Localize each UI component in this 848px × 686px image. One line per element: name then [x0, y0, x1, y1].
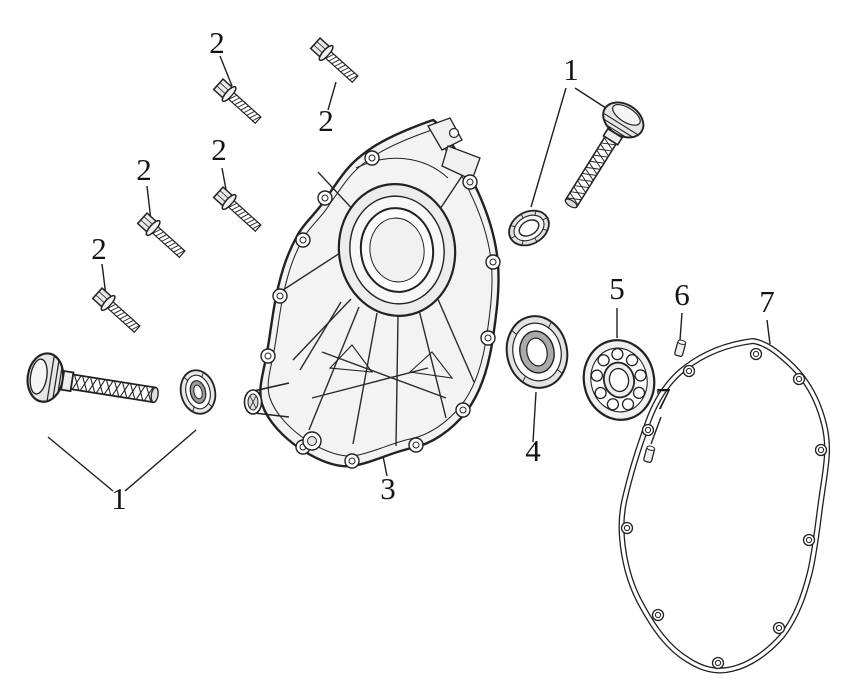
oil-dipstick-left [23, 349, 163, 421]
dowel-pin [673, 338, 687, 358]
leader-line [530, 87, 567, 208]
leader-line [124, 429, 197, 492]
callout-label: 3 [380, 471, 396, 506]
callout-label: 2 [91, 231, 107, 266]
callout-label: 2 [318, 103, 334, 138]
callout-label: 2 [136, 152, 152, 187]
flange-bolt [211, 184, 266, 236]
leader-line [327, 81, 337, 111]
bearing-balls [590, 348, 647, 411]
flange-bolt [135, 210, 190, 262]
cover-web [328, 344, 374, 373]
cover-top-detail [355, 157, 449, 179]
leader-lines [47, 55, 771, 492]
cover-top-tab [427, 117, 463, 151]
gasket [621, 341, 827, 671]
leader-line [766, 319, 771, 345]
flange-bolt [90, 285, 145, 337]
callout-label: 5 [609, 271, 625, 306]
ball-bearing [582, 339, 656, 421]
callout-label: 1 [111, 481, 127, 516]
cover-drain-boss [243, 382, 290, 418]
cover-opening-inner [307, 436, 317, 446]
cover-bolt-bosses [260, 150, 501, 469]
flange-bolt [308, 35, 363, 87]
filler-seal-ring [508, 209, 550, 247]
callout-label: 1 [563, 52, 579, 87]
callout-label: 7 [759, 284, 775, 319]
leader-line [47, 436, 114, 492]
callout-label: 7 [655, 381, 671, 416]
cover-tab-hole [448, 127, 460, 139]
oil-seal [505, 315, 569, 389]
leader-line [679, 312, 683, 341]
dipstick-seal-left [179, 369, 217, 415]
cover-web [408, 351, 454, 379]
leader-line [219, 55, 233, 87]
callout-labels: 2 2 2 2 2 1 5 6 7 7 4 3 1 [91, 25, 775, 516]
oil-dipstick-right [550, 94, 651, 219]
callout-label: 2 [209, 25, 225, 60]
callout-label: 6 [674, 277, 690, 312]
crankcase-cover [243, 117, 501, 469]
pin-small [642, 444, 656, 464]
leader-line [532, 391, 537, 443]
leader-line [650, 416, 662, 445]
cover-bearing-boss [337, 183, 457, 317]
callout-label: 2 [211, 132, 227, 167]
flange-bolt [211, 76, 266, 128]
callout-label: 4 [525, 433, 541, 468]
gasket-bolt-holes [620, 347, 828, 670]
